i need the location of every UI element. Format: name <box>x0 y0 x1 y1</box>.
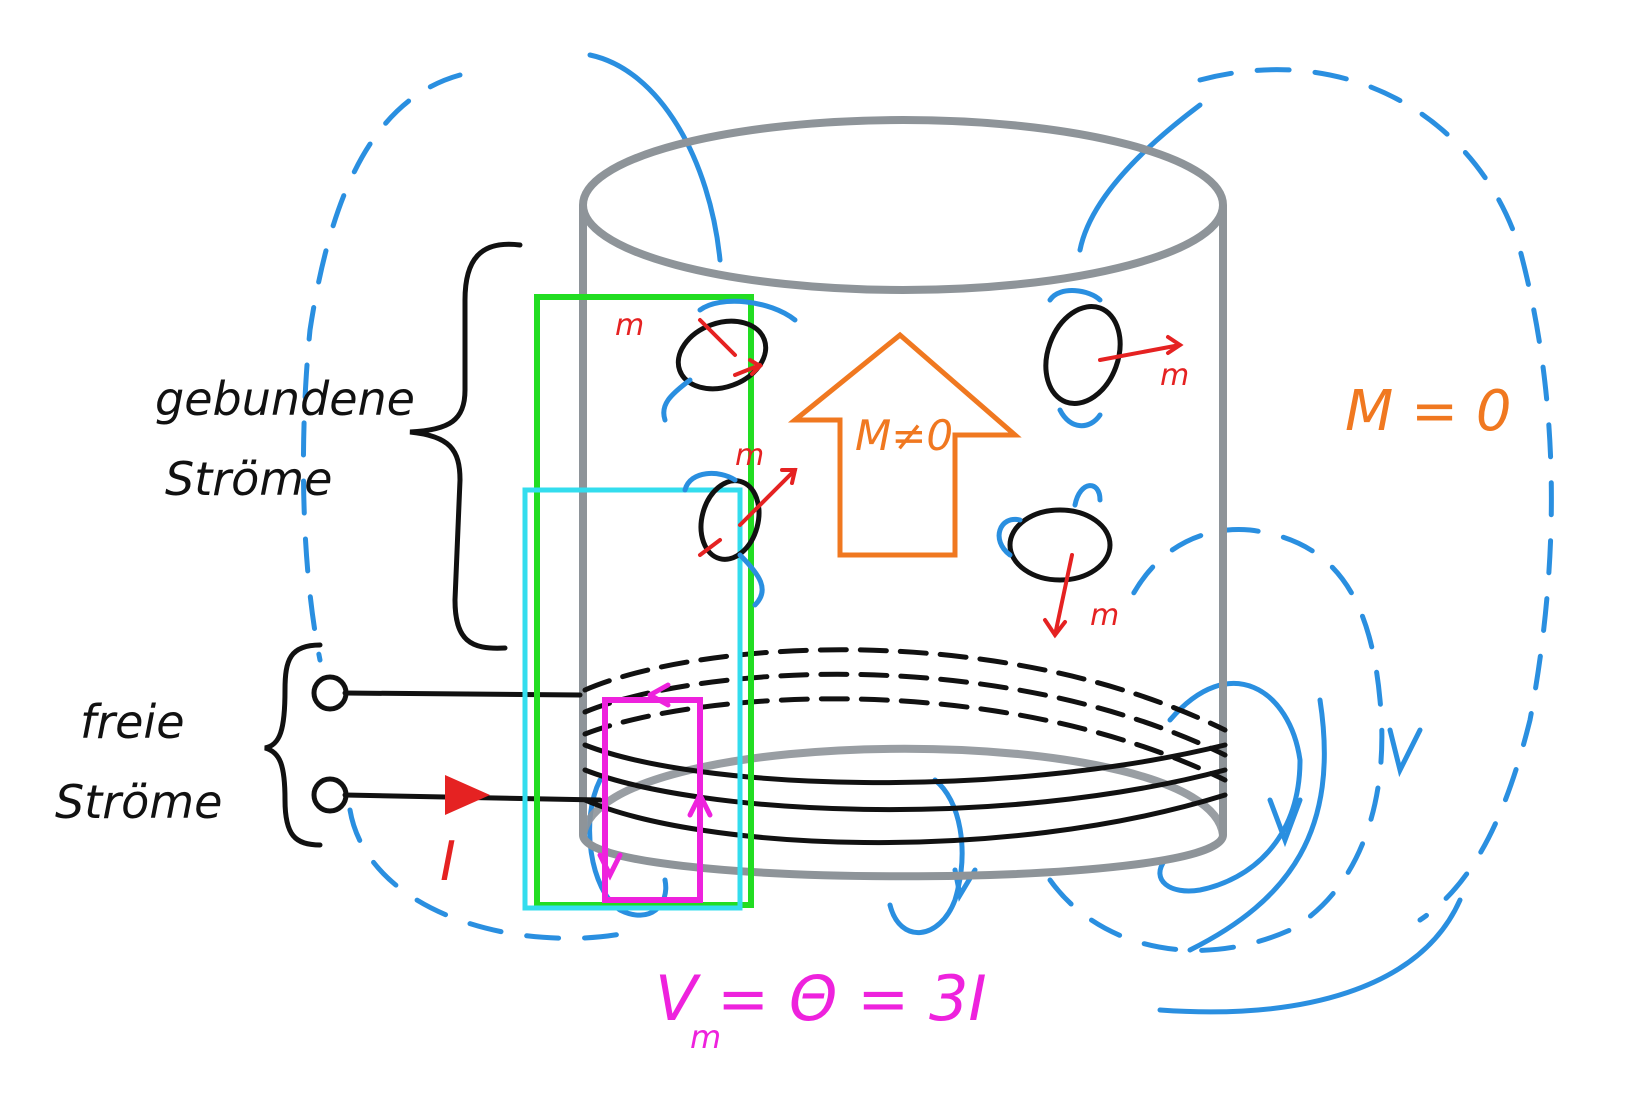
label-moment-4: m <box>1090 598 1119 633</box>
outer-field-lines <box>300 67 1554 953</box>
label-free-2: Ströme <box>55 775 222 829</box>
label-moment-3: m <box>1160 358 1189 393</box>
bound-current-loops <box>661 288 1184 639</box>
integration-contours <box>522 294 754 911</box>
labels: gebundene Ströme freie Ströme I M≠0 M = … <box>55 308 1511 1056</box>
braces <box>264 241 523 848</box>
label-magnetization-outside: M = 0 <box>1345 379 1511 444</box>
coil-windings <box>311 647 1228 846</box>
label-magnetization-inside: M≠0 <box>855 411 953 460</box>
label-mmf-equation: V = Θ = 3I <box>655 962 987 1035</box>
outlined-up-arrow-icon <box>787 331 1022 558</box>
label-free-1: freie <box>80 695 185 749</box>
current-arrow <box>445 775 490 815</box>
label-current: I <box>440 830 456 893</box>
magnetization-arrow <box>787 331 1022 558</box>
label-moment-1: m <box>615 308 644 343</box>
label-bound-1: gebundene <box>155 372 415 426</box>
label-mmf-subscript: m <box>690 1018 721 1056</box>
triangle-arrow-right-icon <box>445 775 490 815</box>
label-bound-2: Ströme <box>165 452 332 506</box>
label-moment-2: m <box>735 438 764 473</box>
